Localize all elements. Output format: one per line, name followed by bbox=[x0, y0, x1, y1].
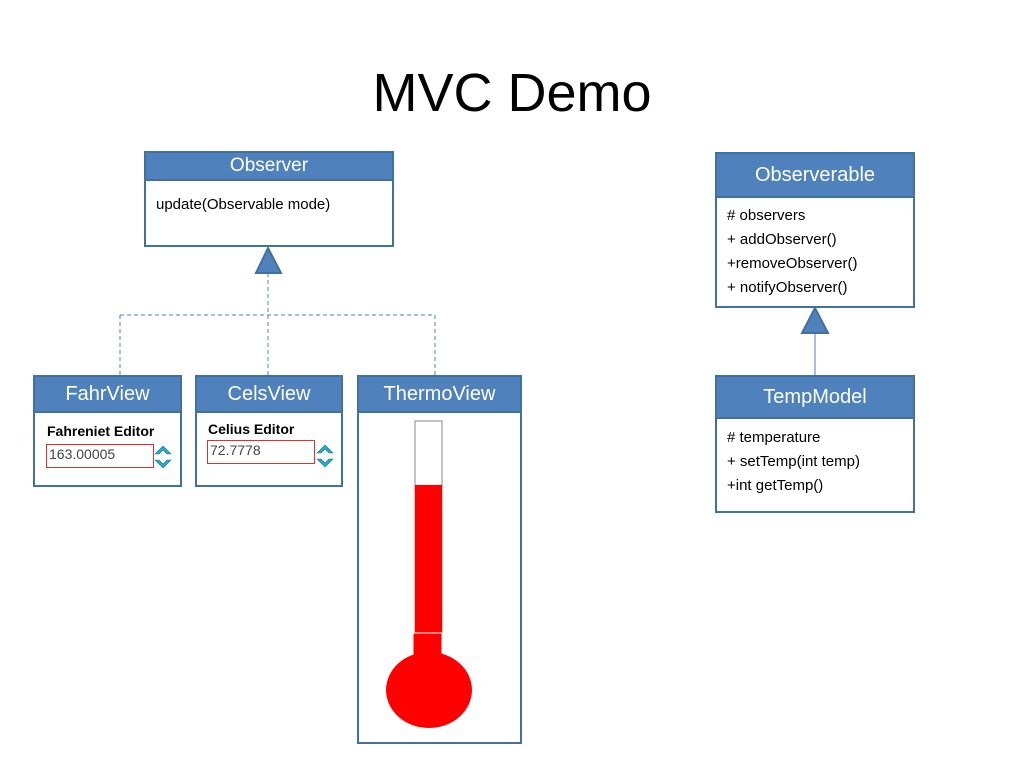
observable-class-box: Observerable # observers + addObserver()… bbox=[715, 152, 915, 308]
fahrview-box: FahrView bbox=[33, 375, 182, 487]
observable-member: + addObserver() bbox=[727, 231, 837, 248]
observer-method: update(Observable mode) bbox=[156, 196, 331, 213]
observer-header: Observer bbox=[146, 153, 392, 181]
observable-header: Observerable bbox=[717, 154, 913, 198]
observable-member: # observers bbox=[727, 207, 806, 224]
tempmodel-member: + setTemp(int temp) bbox=[727, 453, 860, 470]
celsius-input[interactable]: 72.7778 bbox=[207, 440, 315, 464]
observable-inheritance-arrow bbox=[800, 305, 830, 334]
celsview-box: CelsView bbox=[195, 375, 343, 487]
tempmodel-member: # temperature bbox=[727, 429, 821, 446]
fahrenheit-editor-label: Fahreniet Editor bbox=[47, 423, 155, 439]
thermoview-box: ThermoView bbox=[357, 375, 522, 744]
celsview-header: CelsView bbox=[197, 377, 341, 413]
observable-member: + notifyObserver() bbox=[727, 279, 848, 296]
tempmodel-header: TempModel bbox=[717, 377, 913, 419]
observer-class-box: Observer update(Observable mode) bbox=[144, 151, 394, 247]
tempmodel-member: +int getTemp() bbox=[727, 477, 824, 494]
celsius-editor-label: Celius Editor bbox=[208, 421, 295, 437]
celsius-spinner-icon[interactable] bbox=[316, 443, 334, 469]
slide-title: MVC Demo bbox=[372, 63, 652, 123]
fahrview-header: FahrView bbox=[35, 377, 180, 413]
observable-member: +removeObserver() bbox=[727, 255, 858, 272]
fahrenheit-input[interactable]: 163.00005 bbox=[46, 444, 154, 468]
tempmodel-class-box: TempModel # temperature + setTemp(int te… bbox=[715, 375, 915, 513]
realization-lines bbox=[119, 273, 436, 376]
observer-inheritance-arrow bbox=[254, 245, 283, 274]
fahrenheit-spinner-icon[interactable] bbox=[154, 444, 172, 470]
thermoview-header: ThermoView bbox=[359, 377, 520, 413]
